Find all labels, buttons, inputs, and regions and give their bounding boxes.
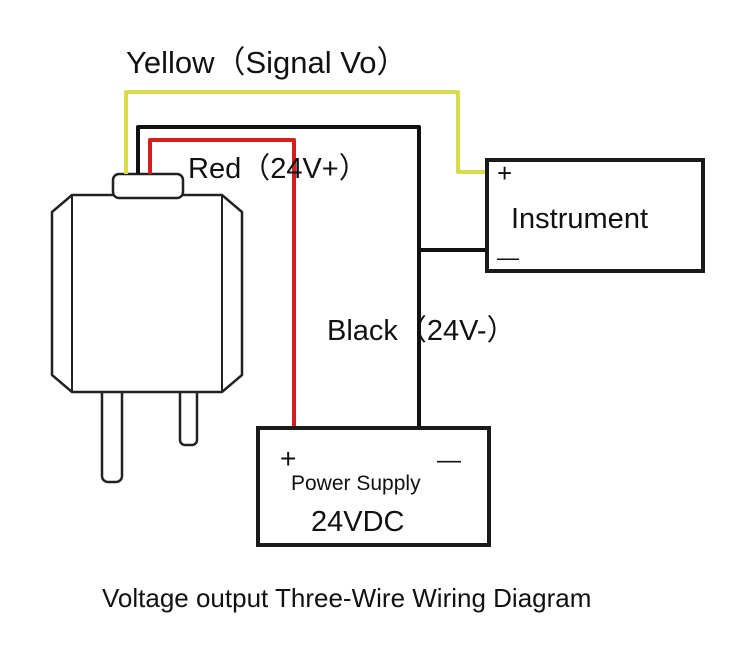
instrument-box: + — Instrument (485, 158, 705, 273)
sensor-pin-right (178, 383, 199, 447)
power-supply-plus-terminal: + (280, 443, 296, 474)
instrument-minus-terminal: — (497, 245, 519, 270)
instrument-plus-terminal: + (497, 158, 512, 188)
sensor-body (50, 193, 244, 394)
instrument-frame (485, 158, 705, 273)
black-wire (136, 125, 421, 428)
yellow-wire-label: Yellow（Signal Vo） (126, 45, 407, 80)
diagram-caption: Voltage output Three-Wire Wiring Diagram (102, 583, 591, 613)
black-wire-label: Black（24V-） (327, 315, 516, 347)
yellow-wire (124, 90, 488, 174)
sensor-connector (111, 172, 185, 200)
sensor-pin-left (100, 383, 124, 484)
red-wire (148, 138, 296, 428)
red-wire-label: Red（24V+） (188, 153, 368, 185)
instrument-label: Instrument (511, 203, 648, 235)
pressure-transmitter-icon (50, 172, 244, 484)
power-supply-label: Power Supply (291, 472, 421, 495)
power-supply-minus-terminal: — (437, 447, 461, 474)
power-supply-box: + — Power Supply 24VDC (256, 426, 491, 547)
power-supply-frame (256, 426, 491, 547)
voltage-label: 24VDC (311, 506, 405, 538)
